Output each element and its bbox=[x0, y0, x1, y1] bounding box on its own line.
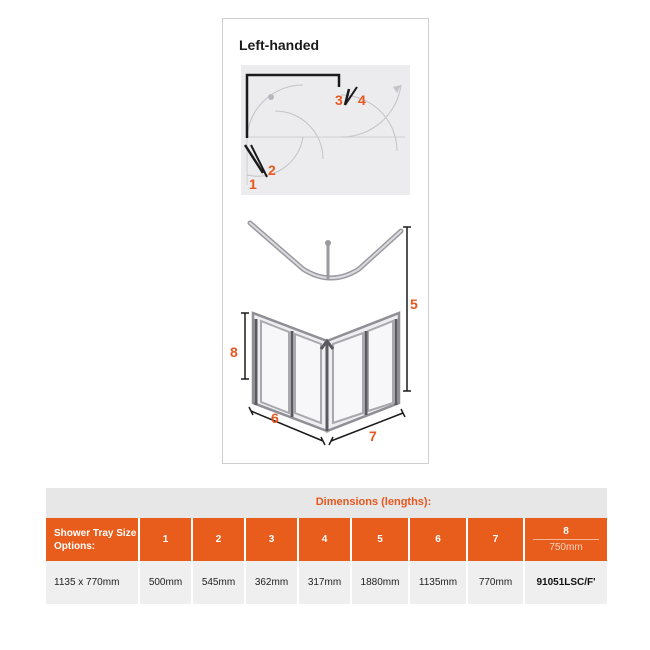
row-header-cell: Shower Tray Size Options: bbox=[46, 518, 140, 561]
elevation-label-6: 6 bbox=[271, 410, 279, 426]
column-header-8-label: 8 bbox=[563, 526, 569, 537]
plan-view: 1 2 3 4 bbox=[241, 65, 410, 195]
column-header-3: 3 bbox=[246, 518, 299, 561]
value-cell-7: 770mm bbox=[468, 561, 525, 604]
elevation-label-5: 5 bbox=[410, 296, 418, 312]
plan-label-3: 3 bbox=[335, 92, 343, 108]
column-header-4: 4 bbox=[299, 518, 352, 561]
column-header-8: 8 750mm bbox=[525, 518, 607, 561]
value-cell-3: 362mm bbox=[246, 561, 299, 604]
table-title-bar: Dimensions (lengths): bbox=[46, 488, 607, 518]
column-header-7: 7 bbox=[468, 518, 525, 561]
value-cell-6: 1135mm bbox=[410, 561, 468, 604]
column-header-2: 2 bbox=[193, 518, 246, 561]
value-cell-4: 317mm bbox=[299, 561, 352, 604]
table-row: 1135 x 770mm 500mm 545mm 362mm 317mm 188… bbox=[46, 561, 607, 604]
value-cell-2: 545mm bbox=[193, 561, 246, 604]
plan-label-2: 2 bbox=[268, 162, 276, 178]
plan-label-1: 1 bbox=[249, 176, 257, 192]
column-header-1: 1 bbox=[140, 518, 193, 561]
diagram-title: Left-handed bbox=[239, 37, 320, 53]
product-diagram-card: Left-handed 1 2 3 4 bbox=[222, 18, 429, 464]
product-code-cell: 91051LSC/F' bbox=[536, 577, 596, 588]
elevation-label-8: 8 bbox=[230, 344, 238, 360]
dimensions-table: Dimensions (lengths): Shower Tray Size O… bbox=[46, 488, 607, 606]
column-header-8-sub: 750mm bbox=[533, 539, 599, 553]
table-header-row: Shower Tray Size Options: 1 2 3 4 5 6 7 … bbox=[46, 518, 607, 561]
value-cell-5: 1880mm bbox=[352, 561, 410, 604]
elevation-label-7: 7 bbox=[369, 428, 377, 444]
column-header-5: 5 bbox=[352, 518, 410, 561]
plan-label-4: 4 bbox=[358, 92, 366, 108]
elevation-view: 5 8 6 bbox=[223, 209, 428, 459]
value-cell-1: 500mm bbox=[140, 561, 193, 604]
tray-size-cell: 1135 x 770mm bbox=[46, 561, 140, 604]
column-header-6: 6 bbox=[410, 518, 468, 561]
table-title: Dimensions (lengths): bbox=[315, 496, 432, 508]
